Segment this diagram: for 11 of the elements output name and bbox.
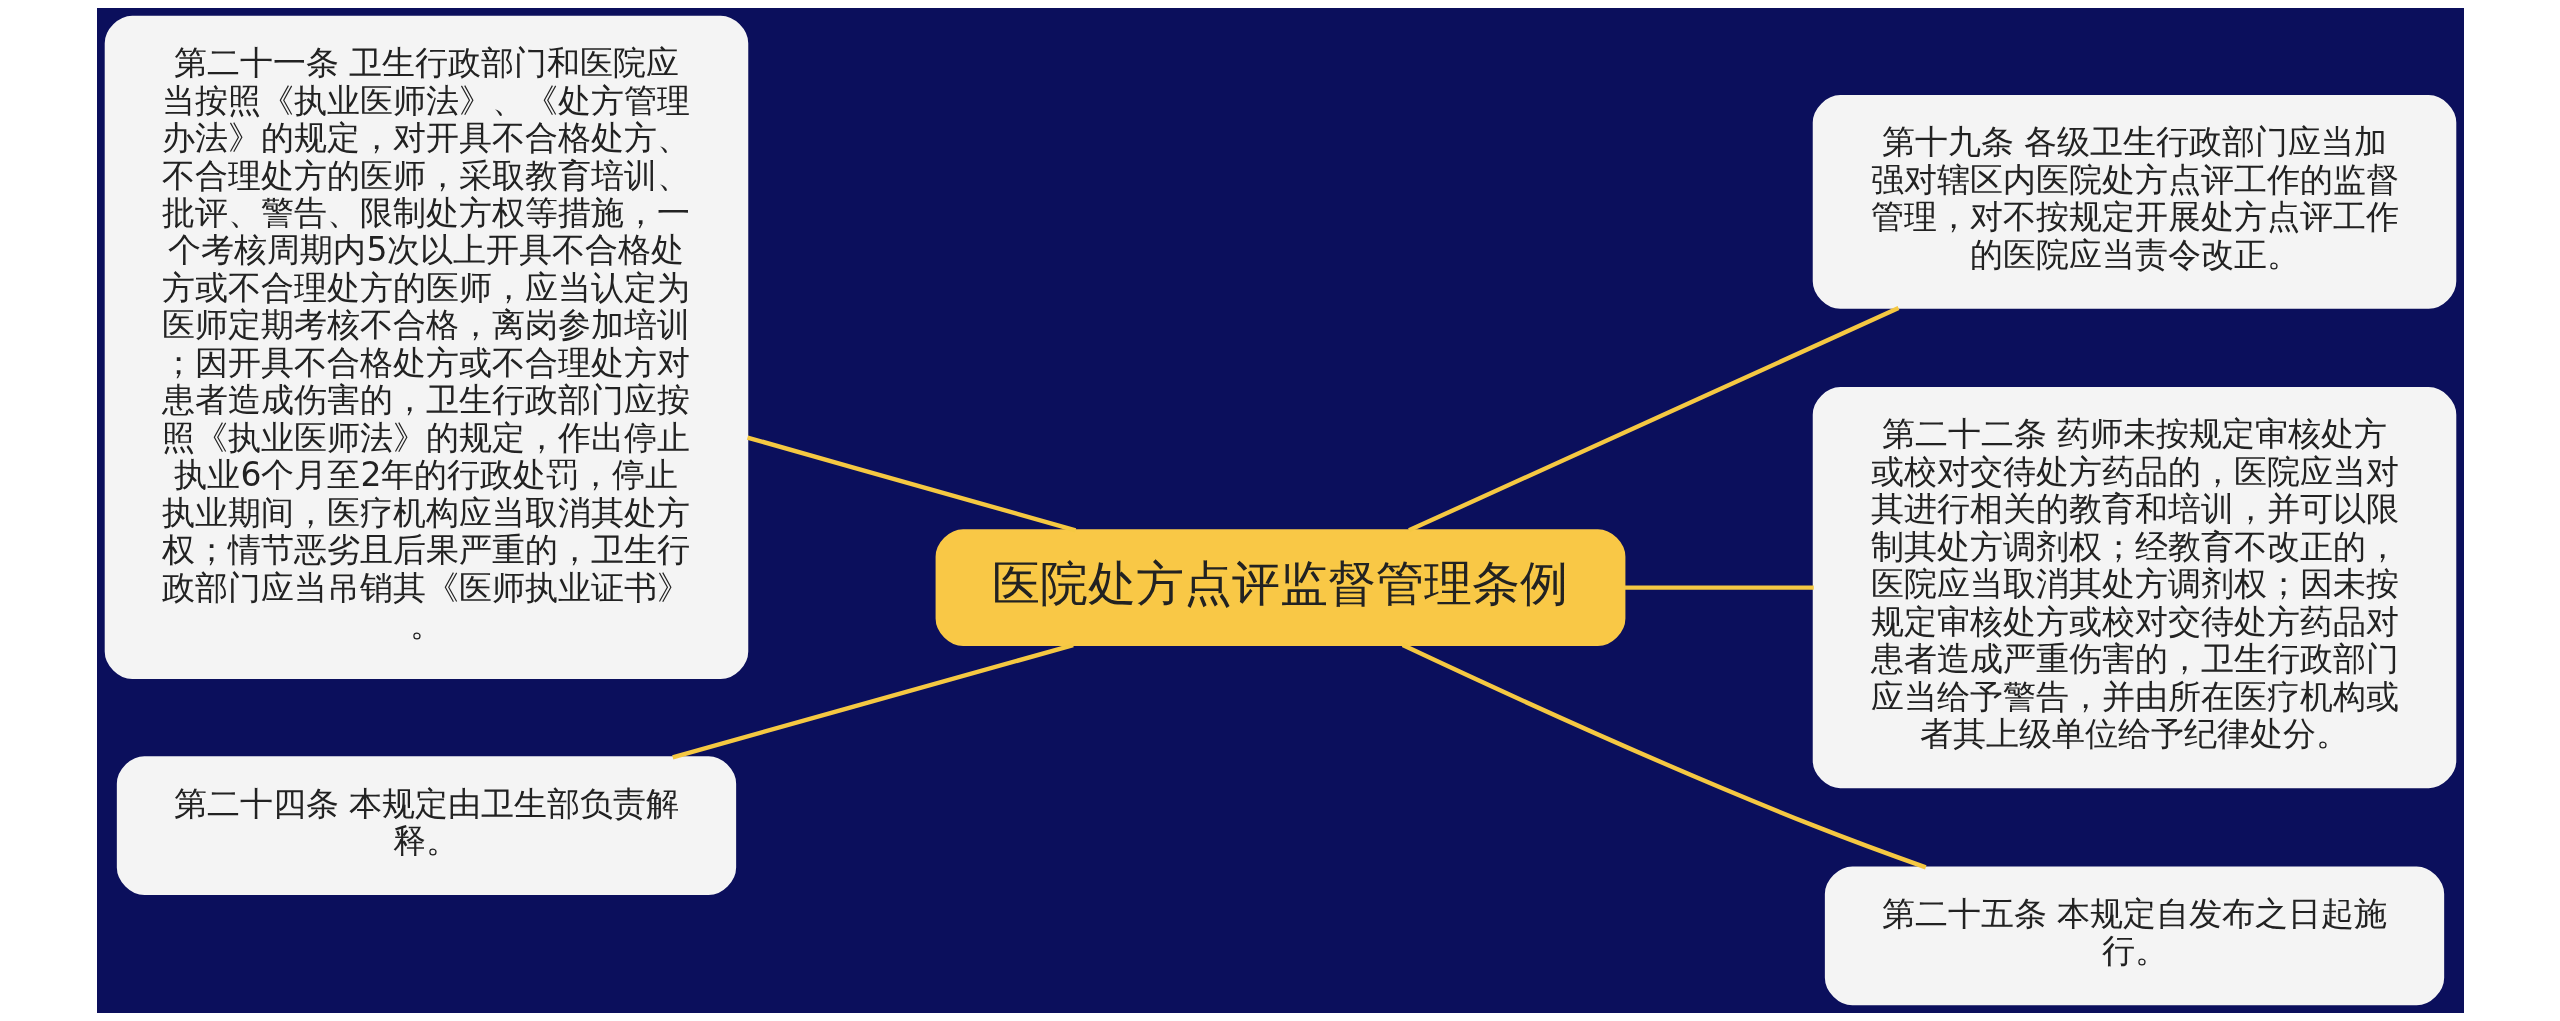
connector	[671, 643, 1074, 760]
node-box: 第二十一条 卫生行政部门和医院应当按照《执业医师法》、《处方管理办法》的规定，对开具不合格处方、不合理处方的医师，采取教育培训、批评、警告、限制处方权等措施，一个考核周期内5次以上开具不合格处方或不合理处方的医师，应当认定为医师定期考核不合格，离岗参加培训；因开具不合格处方或不合理处方对患者造成伤害的，卫生行政部门应按照《执业医师法》的规定，作出停止执业6个月至2年的行政处罚，停止执业期间，医疗机构应当取消其处方权；情节恶劣且后果严重的，卫生行政部门应当吊销其《医师执业证书》。	[104, 15, 748, 680]
node-box: 第十九条 各级卫生行政部门应当加强对辖区内医院处方点评工作的监督管理，对不按规定开展处方点评工作的医院应当责令改正。	[1812, 95, 2456, 309]
connector	[746, 435, 1076, 533]
node-box: 第二十五条 本规定自发布之日起施行。	[1824, 866, 2444, 1006]
connector	[1407, 306, 1899, 533]
connector	[1401, 643, 1926, 870]
connector	[1624, 585, 1814, 590]
node-box: 医院处方点评监督管理条例	[935, 529, 1625, 647]
node-box: 第二十二条 药师未按规定审核处方或校对交待处方药品的，医院应当对其进行相关的教育和培训，并可以限制其处方调剂权；经教育不改正的，医院应当取消其处方调剂权；因未按规定审核处方或校对交待处方药品对患者造成严重伤害的，卫生行政部门应当给予警告，并由所在医疗机构或者其上级单位给予纪律处分。	[1812, 387, 2456, 789]
node-box: 第二十四条 本规定由卫生部负责解释。	[116, 756, 736, 896]
